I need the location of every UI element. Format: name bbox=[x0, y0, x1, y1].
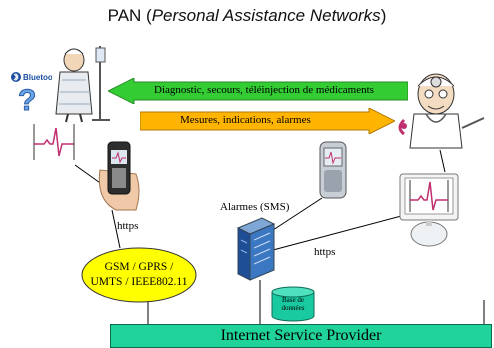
question-mark-icon: ? bbox=[18, 84, 36, 112]
bluetooth-label: Bluetooth bbox=[23, 73, 52, 82]
gsm-network-node: GSM / GPRS / UMTS / IEEE802.11 bbox=[80, 246, 198, 304]
doctor-icon bbox=[396, 68, 488, 150]
arrow-measures: Mesures, indications, alarmes bbox=[140, 108, 395, 134]
https-label-left: https bbox=[117, 220, 139, 232]
patient-phone-icon bbox=[96, 140, 142, 212]
bluetooth-logo: Bluetooth ? bbox=[8, 70, 60, 118]
line-server-to-monitor bbox=[272, 214, 406, 251]
arrow-diagnostic-label: Diagnostic, secours, téléinjection de mé… bbox=[154, 84, 374, 96]
alarms-sms-label: Alarmes (SMS) bbox=[220, 201, 290, 213]
patient-icon bbox=[52, 42, 124, 124]
https-label-right: https bbox=[314, 246, 336, 258]
ecg-patient bbox=[30, 122, 78, 162]
database-label-line-1: Base de bbox=[282, 296, 304, 304]
gsm-label-line-2: UMTS / IEEE802.11 bbox=[90, 276, 188, 288]
sms-phone-icon bbox=[318, 140, 348, 200]
arrow-measures-label: Mesures, indications, alarmes bbox=[180, 114, 311, 126]
page-title: PAN (Personal Assistance Networks) bbox=[107, 6, 387, 25]
line-server-to-sms-phone bbox=[269, 197, 323, 233]
database-icon: Base de données bbox=[270, 286, 316, 322]
gsm-label-line-1: GSM / GPRS / bbox=[104, 261, 174, 273]
server-icon bbox=[236, 216, 276, 282]
line-doctor-to-monitor bbox=[439, 149, 446, 173]
ecg-monitor-icon bbox=[398, 172, 462, 248]
arrow-diagnostic: Diagnostic, secours, téléinjection de mé… bbox=[108, 78, 408, 104]
database-label-line-2: données bbox=[281, 304, 305, 312]
line-phone-to-gsm bbox=[111, 209, 121, 249]
isp-bar: Internet Service Provider bbox=[110, 324, 492, 348]
